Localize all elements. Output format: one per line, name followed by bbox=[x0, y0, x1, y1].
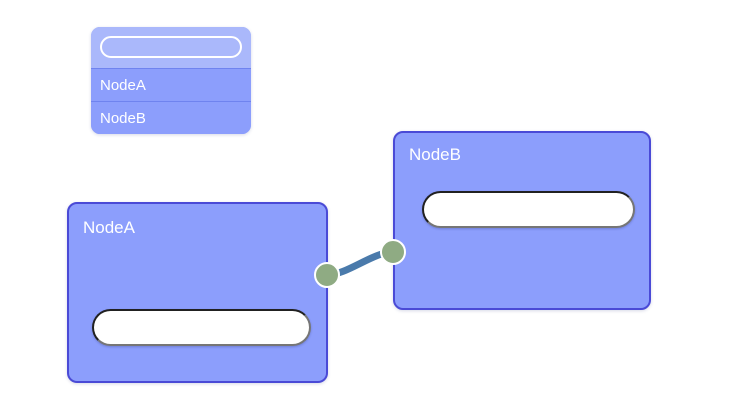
node-title: NodeB bbox=[409, 145, 461, 164]
input-port-nodeb[interactable] bbox=[380, 239, 406, 265]
output-port-nodea[interactable] bbox=[314, 262, 340, 288]
palette-item-label: NodeA bbox=[100, 77, 146, 94]
palette-item-nodeb[interactable]: NodeB bbox=[91, 101, 251, 134]
node-palette-panel: NodeA NodeB bbox=[91, 27, 251, 134]
palette-search-input[interactable] bbox=[100, 36, 242, 58]
graph-node-nodeb[interactable]: NodeB bbox=[393, 131, 651, 310]
palette-node-list: NodeA NodeB bbox=[91, 68, 251, 134]
node-title: NodeA bbox=[83, 218, 135, 237]
node-text-field[interactable] bbox=[92, 309, 311, 346]
palette-search-container bbox=[91, 27, 251, 68]
graph-node-nodea[interactable]: NodeA bbox=[67, 202, 328, 383]
palette-item-nodea[interactable]: NodeA bbox=[91, 68, 251, 101]
palette-item-label: NodeB bbox=[100, 110, 146, 127]
node-text-field[interactable] bbox=[422, 191, 635, 228]
